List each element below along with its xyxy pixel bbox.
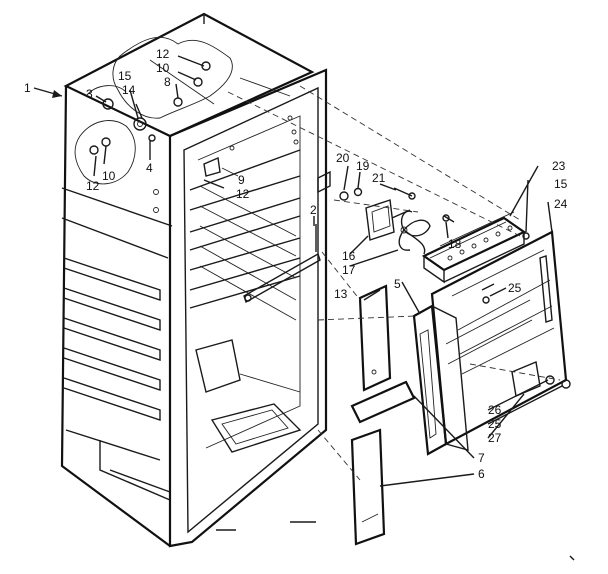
part-labels: 1 3 15 14 4 12 10 8 12 10 9 12 2 20 19 2… [24, 47, 568, 481]
label-8: 8 [164, 75, 171, 89]
bracket [412, 299, 533, 456]
label-27: 27 [488, 431, 502, 445]
label-25-lower: 25 [488, 417, 502, 431]
light-assembly [421, 211, 530, 284]
label-17: 17 [342, 263, 356, 277]
plate [511, 361, 571, 397]
label-3: 3 [86, 87, 93, 101]
guide-lines [227, 85, 561, 481]
cover-bottom [350, 428, 386, 546]
label-19: 19 [356, 159, 370, 173]
label-12-mid: 12 [236, 187, 250, 201]
rail [243, 224, 321, 304]
label-9: 9 [238, 173, 245, 187]
cover-mid [350, 380, 416, 424]
leader-lines [33, 55, 563, 487]
label-12-top: 12 [156, 47, 170, 61]
label-12-left: 12 [86, 179, 100, 193]
label-4: 4 [146, 161, 153, 175]
fan-motor-assembly [339, 187, 455, 255]
arrowhead [52, 90, 62, 98]
label-15-left: 15 [118, 69, 132, 83]
label-15-right: 15 [554, 177, 568, 191]
label-5: 5 [394, 277, 401, 291]
label-21: 21 [372, 171, 386, 185]
label-25-upper: 25 [508, 281, 522, 295]
label-6: 6 [478, 467, 485, 481]
label-2: 2 [310, 203, 317, 217]
label-24: 24 [554, 197, 568, 211]
label-20: 20 [336, 151, 350, 165]
panel [358, 284, 392, 392]
label-26: 26 [488, 403, 502, 417]
label-7: 7 [478, 451, 485, 465]
label-16: 16 [342, 249, 356, 263]
label-13: 13 [334, 287, 348, 301]
label-14: 14 [122, 83, 136, 97]
cam-part [203, 156, 239, 177]
label-10-left: 10 [102, 169, 116, 183]
cabinet-opening-frame [168, 68, 331, 548]
label-18: 18 [448, 237, 462, 251]
label-10-top: 10 [156, 61, 170, 75]
label-1: 1 [24, 81, 31, 95]
label-23: 23 [552, 159, 566, 173]
